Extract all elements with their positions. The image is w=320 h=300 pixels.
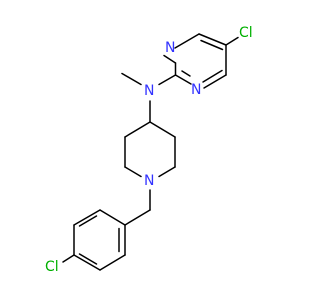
bond-line	[124, 166, 142, 178]
bond-line	[174, 74, 192, 85]
bond-line	[78, 215, 98, 227]
bond-line	[163, 54, 177, 64]
benzyl-chlorine-label: Cl	[45, 259, 59, 275]
pyrimidine-nitrogen-bottom-label: N	[191, 82, 201, 98]
bond-line	[121, 72, 142, 86]
bond-line	[200, 39, 224, 51]
bond-line	[99, 254, 126, 271]
bond-line	[158, 166, 176, 178]
bond-line	[174, 33, 200, 49]
amine-nitrogen-label: N	[144, 83, 154, 99]
bonds-group	[62, 33, 239, 271]
bond-line	[198, 33, 227, 46]
bond-line	[99, 209, 126, 226]
molecule-structure-diagram: Cl N N N N Cl	[45, 25, 253, 275]
bond-line	[73, 254, 101, 271]
bond-line	[124, 209, 151, 226]
piperidine-nitrogen-label: N	[144, 173, 154, 189]
bond-line	[203, 74, 227, 89]
bond-line	[73, 209, 101, 226]
bond-line	[149, 121, 176, 138]
bond-line	[181, 70, 191, 77]
bond-line	[225, 36, 239, 46]
bond-line	[124, 121, 151, 138]
bond-line	[62, 254, 75, 263]
bond-line	[202, 69, 223, 83]
pyrimidine-chlorine-label: Cl	[239, 25, 253, 41]
bond-line	[158, 74, 177, 86]
atom-labels-group: Cl N N N N Cl	[45, 25, 253, 275]
pyrimidine-nitrogen-top-label: N	[165, 40, 175, 56]
bond-line	[78, 253, 98, 265]
